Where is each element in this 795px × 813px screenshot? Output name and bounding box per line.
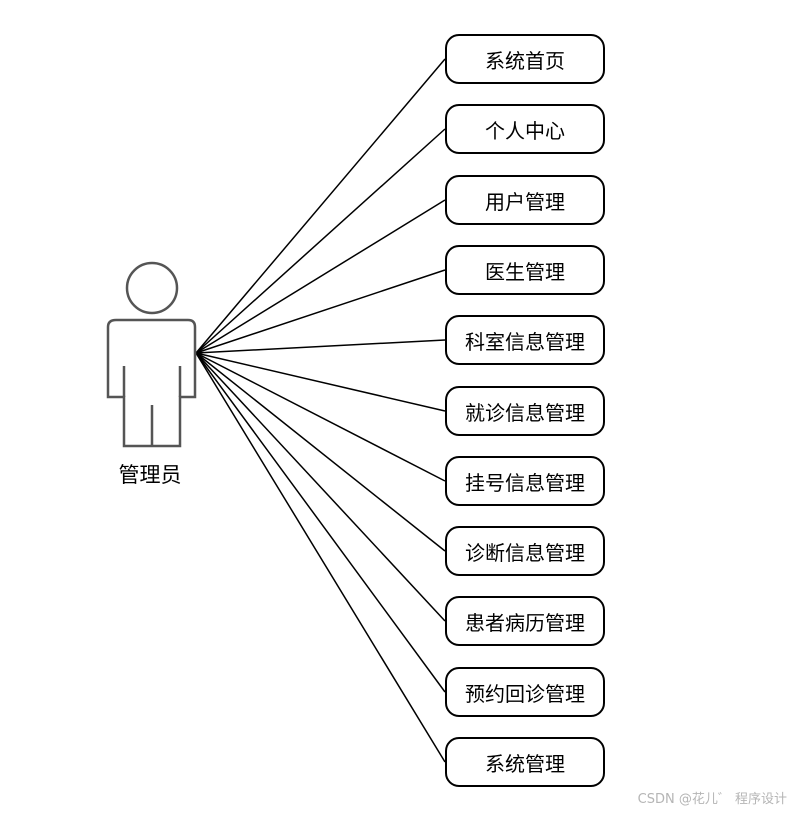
association-line-8 bbox=[195, 352, 446, 552]
association-line-2 bbox=[195, 128, 446, 354]
watermark: CSDN @花儿゛ 程序设计 bbox=[637, 792, 787, 807]
association-lines bbox=[195, 58, 446, 763]
use-case-8: 诊断信息管理 bbox=[445, 526, 605, 576]
association-line-11 bbox=[195, 352, 446, 763]
association-line-4 bbox=[195, 269, 446, 354]
association-line-9 bbox=[195, 352, 446, 622]
use-case-11: 系统管理 bbox=[445, 737, 605, 787]
actor-label: 管理员 bbox=[118, 463, 182, 487]
association-line-6 bbox=[195, 352, 446, 412]
use-case-10: 预约回诊管理 bbox=[445, 667, 605, 717]
use-case-5: 科室信息管理 bbox=[445, 315, 605, 365]
association-line-3 bbox=[195, 199, 446, 354]
association-line-7 bbox=[195, 352, 446, 482]
association-line-1 bbox=[195, 58, 446, 354]
actor-body bbox=[106, 318, 197, 448]
actor-head bbox=[125, 261, 179, 315]
use-case-4: 医生管理 bbox=[445, 245, 605, 295]
actor-figure bbox=[106, 261, 197, 448]
use-case-9: 患者病历管理 bbox=[445, 596, 605, 646]
use-case-1: 系统首页 bbox=[445, 34, 605, 84]
use-case-2: 个人中心 bbox=[445, 104, 605, 154]
association-line-10 bbox=[195, 352, 446, 693]
association-line-5 bbox=[195, 339, 446, 354]
use-case-3: 用户管理 bbox=[445, 175, 605, 225]
use-case-6: 就诊信息管理 bbox=[445, 386, 605, 436]
use-case-7: 挂号信息管理 bbox=[445, 456, 605, 506]
